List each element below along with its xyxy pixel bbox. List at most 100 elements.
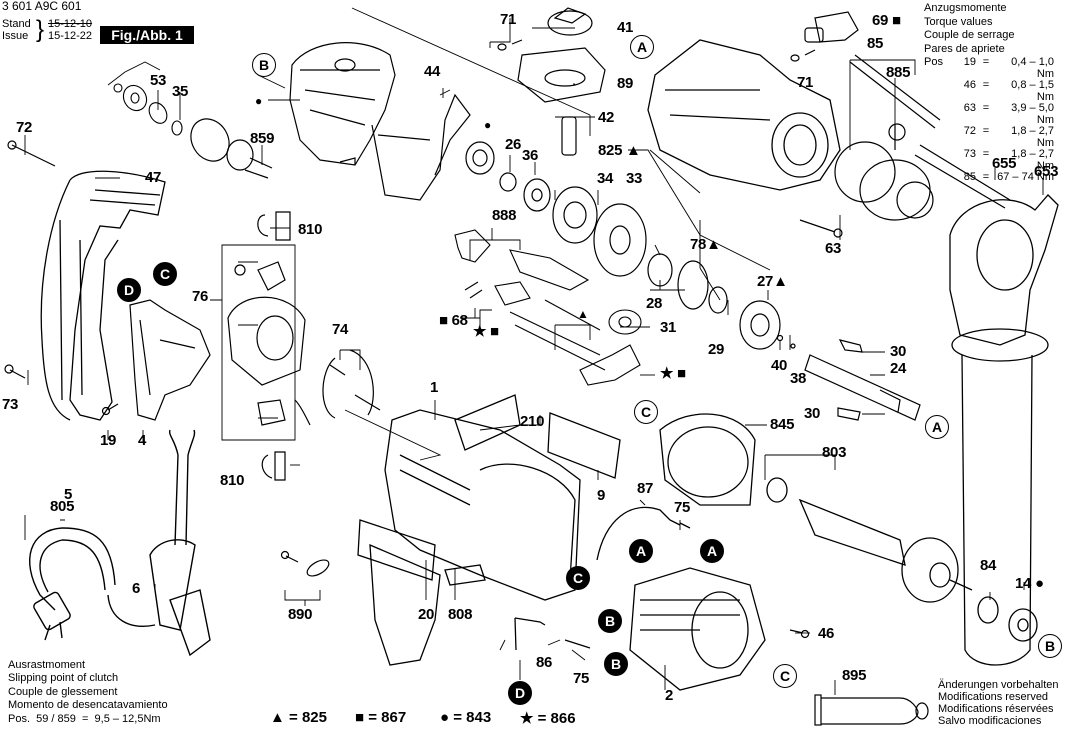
part-label-71b[interactable]: 71 — [797, 74, 814, 91]
clutch-gear-part — [190, 118, 273, 179]
part-label-31[interactable]: 31 — [660, 319, 677, 336]
part-label-78[interactable]: 78▲ — [690, 236, 721, 253]
part-label-825[interactable]: 825 ▲ — [598, 142, 641, 159]
part-label-35[interactable]: 35 — [172, 83, 189, 100]
connector-c-outline-baffle[interactable]: C — [634, 400, 658, 424]
part-label-808[interactable]: 808 — [448, 606, 473, 623]
mods-note-es: Salvo modificaciones — [938, 715, 1042, 727]
part-label-890[interactable]: 890 — [288, 606, 313, 623]
part-label-30-top[interactable]: 30 — [890, 343, 907, 360]
screws — [4, 140, 843, 639]
part-label-89[interactable]: 89 — [617, 75, 634, 92]
part-label-63[interactable]: 63 — [825, 240, 842, 257]
part-label-9[interactable]: 9 — [597, 487, 606, 504]
part-label-28[interactable]: 28 — [646, 295, 663, 312]
part-label-42[interactable]: 42 — [598, 109, 615, 126]
connector-c-solid-lead[interactable]: C — [566, 566, 590, 590]
part-label-38[interactable]: 38 — [790, 370, 807, 387]
part-label-34[interactable]: 34 — [597, 170, 614, 187]
part-label-86[interactable]: 86 — [536, 654, 553, 671]
connector-b-outline[interactable]: B — [252, 53, 276, 77]
connector-b-solid-lead[interactable]: B — [604, 652, 628, 676]
symbol-triangle-rods: ▲ — [577, 307, 589, 321]
part-label-27[interactable]: 27▲ — [757, 273, 788, 290]
part-label-5[interactable]: 5 — [64, 486, 73, 503]
part-label-53[interactable]: 53 — [150, 72, 167, 89]
part-label-75-bottom[interactable]: 75 — [573, 670, 590, 687]
connector-a-outline[interactable]: A — [630, 35, 654, 59]
pos-label: Pos — [924, 56, 943, 68]
part-label-40[interactable]: 40 — [771, 357, 788, 374]
connector-b-solid-stator[interactable]: B — [598, 609, 622, 633]
torque-eq: = — [982, 56, 990, 68]
part-label-30-bottom[interactable]: 30 — [804, 405, 821, 422]
part-label-888[interactable]: 888 — [492, 207, 517, 224]
part-label-810-top[interactable]: 810 — [298, 221, 323, 238]
part-label-210[interactable]: 210 — [520, 413, 545, 430]
part-label-29[interactable]: 29 — [708, 341, 725, 358]
part-label-2[interactable]: 2 — [665, 687, 674, 704]
stator-part — [629, 567, 766, 691]
part-label-85[interactable]: 85 — [867, 35, 884, 52]
stand-label: Stand — [2, 18, 31, 30]
part-label-26[interactable]: 26 — [505, 136, 522, 153]
legend-square: ■ = 867 — [355, 709, 407, 726]
part-label-33[interactable]: 33 — [626, 170, 643, 187]
part-label-810-bottom[interactable]: 810 — [220, 472, 245, 489]
part-label-84[interactable]: 84 — [980, 557, 997, 574]
connector-d-solid[interactable]: D — [117, 278, 141, 302]
part-label-20[interactable]: 20 — [418, 606, 435, 623]
depth-stop-knob — [790, 11, 859, 62]
old-issue-date: 15-12-10 — [48, 18, 93, 30]
part-label-885[interactable]: 885 — [886, 64, 911, 81]
motor-housing-part — [357, 394, 621, 601]
part-label-803[interactable]: 803 — [822, 444, 847, 461]
mods-note-en: Modifications reserved — [938, 691, 1049, 703]
part-label-68[interactable]: ■ 68 — [439, 312, 468, 329]
part-label-71[interactable]: 71 — [500, 11, 517, 28]
torque-row: 72 = 1,8 – 2,7 Nm — [924, 125, 1054, 149]
connector-a-outline-spindle[interactable]: A — [925, 415, 949, 439]
part-label-73[interactable]: 73 — [2, 396, 19, 413]
part-label-46[interactable]: 46 — [818, 625, 835, 642]
part-label-805[interactable]: 805 — [50, 498, 75, 515]
symbol-dot-26: ● — [484, 118, 491, 132]
part-label-76[interactable]: 76 — [192, 288, 209, 305]
connector-b-outline-bearing[interactable]: B — [1038, 634, 1062, 658]
part-label-4[interactable]: 4 — [138, 432, 147, 449]
part-label-41[interactable]: 41 — [617, 19, 634, 36]
torque-eq: = — [982, 79, 990, 91]
connector-a-solid-lead[interactable]: A — [700, 539, 724, 563]
part-label-36[interactable]: 36 — [522, 147, 539, 164]
part-label-859[interactable]: 859 — [250, 130, 275, 147]
part-label-19[interactable]: 19 — [100, 432, 117, 449]
part-label-72[interactable]: 72 — [16, 119, 33, 136]
part-label-14[interactable]: 14 ● — [1015, 575, 1044, 592]
spindle-part — [804, 339, 921, 421]
connector-a-solid-stator[interactable]: A — [629, 539, 653, 563]
torque-eq: = — [982, 102, 990, 114]
torque-value: 67 – 74 Nm — [997, 171, 1054, 183]
part-label-655[interactable]: 655 — [992, 155, 1017, 172]
part-label-69[interactable]: 69 ■ — [872, 12, 901, 29]
part-label-653[interactable]: 653 — [1034, 163, 1059, 180]
grip-part — [369, 543, 441, 666]
part-label-6[interactable]: 6 — [132, 580, 141, 597]
part-label-24[interactable]: 24 — [890, 360, 907, 377]
legend-circle: ● = 843 — [440, 709, 492, 726]
connector-d-solid-lead[interactable]: D — [508, 681, 532, 705]
auxiliary-handle-part — [914, 144, 1059, 666]
part-label-44[interactable]: 44 — [424, 63, 441, 80]
part-label-47[interactable]: 47 — [145, 169, 162, 186]
connector-c-outline-stator[interactable]: C — [773, 664, 797, 688]
doc-number: 3 601 A9C 601 — [2, 0, 82, 13]
part-label-845[interactable]: 845 — [770, 416, 795, 433]
part-label-75-top[interactable]: 75 — [674, 499, 691, 516]
connector-c-solid[interactable]: C — [153, 262, 177, 286]
part-label-1[interactable]: 1 — [430, 379, 439, 396]
part-label-74[interactable]: 74 — [332, 321, 349, 338]
new-issue-date: 15-12-22 — [48, 30, 93, 42]
part-label-895[interactable]: 895 — [842, 667, 867, 684]
torque-row: 46 = 0,8 – 1,5 Nm — [924, 79, 1054, 103]
part-label-87[interactable]: 87 — [637, 480, 654, 497]
